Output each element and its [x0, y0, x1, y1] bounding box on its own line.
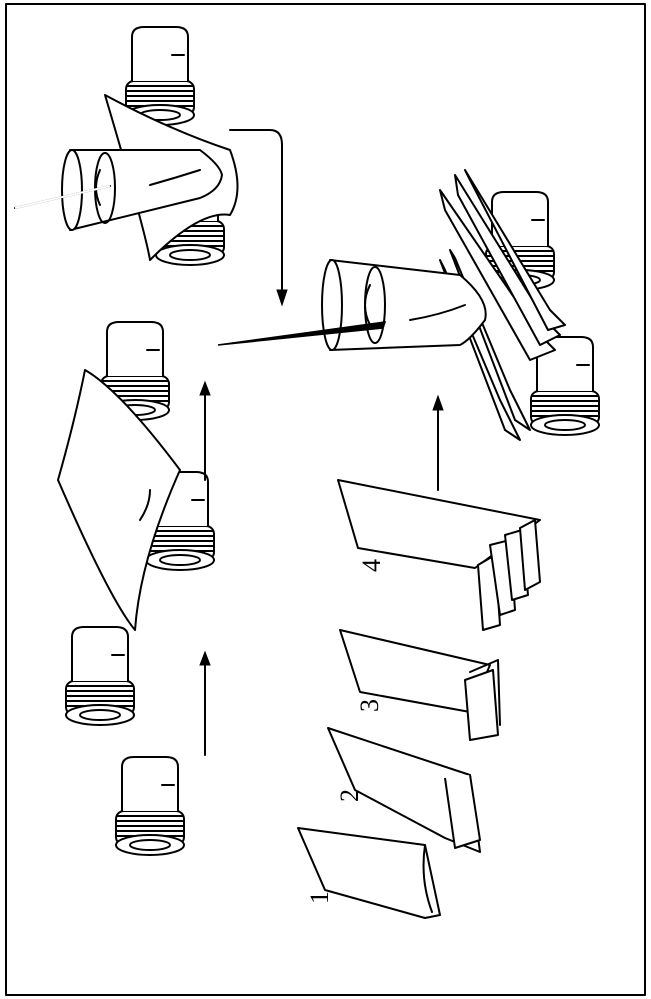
folded-paper-icon [297, 827, 441, 919]
step-label-2: 2 [335, 789, 364, 802]
needle-icon [217, 321, 387, 346]
arrow-icon [229, 129, 283, 301]
arrow-head [199, 650, 211, 666]
folded-paper-icon [327, 727, 481, 853]
step-label-4: 4 [357, 559, 386, 572]
cone-funnel-icon [61, 149, 223, 231]
vial-icon [115, 756, 185, 856]
step-label-1: 1 [305, 891, 334, 904]
folded-paper-icon [339, 629, 501, 741]
figure-border [5, 3, 646, 996]
step-label-3: 3 [355, 699, 384, 712]
paper-sheet-icon [57, 369, 181, 631]
pleated-paper-icon [337, 479, 541, 631]
vial-icon [65, 626, 135, 726]
